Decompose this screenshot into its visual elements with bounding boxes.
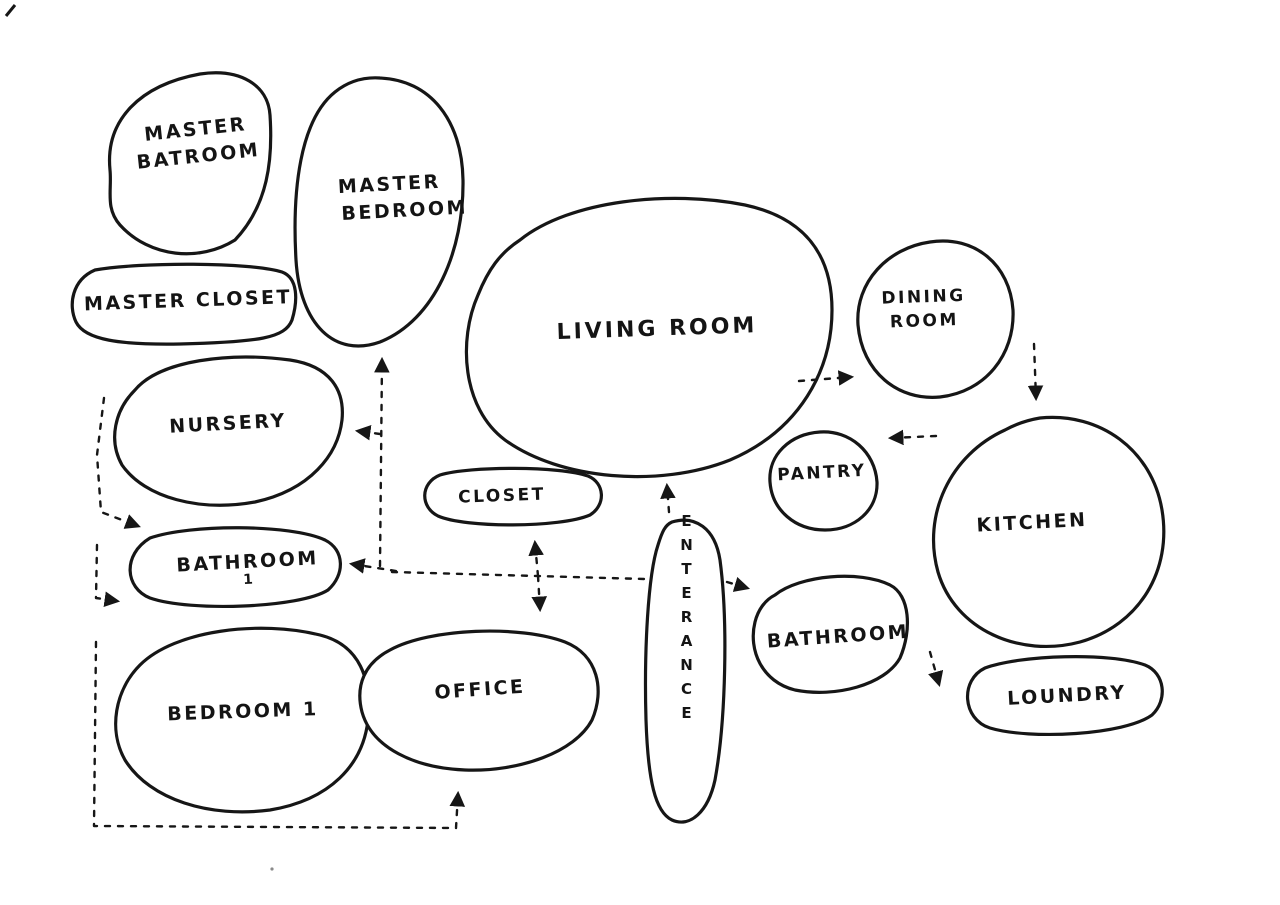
room-shape-master-bedroom <box>293 76 465 348</box>
room-shape-laundry <box>966 655 1164 737</box>
room-shape-master-closet <box>70 262 298 346</box>
connection-living-room-dining-room <box>797 370 855 386</box>
label-bedroom-1-text: BEDROOM 1 <box>166 698 320 726</box>
room-shape-closet <box>423 466 603 527</box>
room-shape-office <box>358 629 600 772</box>
connection-bathroom-1-bedroom-1 <box>94 543 121 607</box>
label-dining-room: DINING ROOM <box>881 285 967 336</box>
room-shape-dining-room <box>856 239 1015 399</box>
connection-corridor-bathroom-1 <box>348 558 398 574</box>
label-entrance: ENTERANCE <box>677 512 696 728</box>
room-shape-living-room <box>464 196 834 479</box>
stray-dot <box>270 867 274 871</box>
label-dining-room-line1: DINING <box>881 285 966 309</box>
connection-bedroom-1-office <box>92 640 466 830</box>
connection-hall-nursery <box>354 424 382 441</box>
stray-pen-mark <box>4 4 17 17</box>
connection-hall-master-bedroom <box>374 356 390 568</box>
label-bathroom-1: BATHROOM 1 <box>176 547 320 592</box>
connection-closet-office <box>531 574 548 613</box>
connection-entrance-corridor <box>390 570 646 581</box>
connection-nursery-bathroom-1 <box>95 396 141 529</box>
room-shape-bathroom-2 <box>751 574 910 694</box>
connection-dining-room-kitchen <box>1027 342 1044 402</box>
label-pantry-text: PANTRY <box>776 460 868 486</box>
connection-kitchen-pantry <box>887 429 938 446</box>
room-shape-master-bathroom <box>107 71 273 256</box>
label-bedroom-1: BEDROOM 1 <box>167 696 319 728</box>
room-shape-nursery <box>113 355 344 507</box>
label-pantry: PANTRY <box>777 460 867 488</box>
label-closet-text: CLOSET <box>457 484 547 508</box>
room-shape-bathroom-1 <box>128 526 342 608</box>
room-shape-kitchen <box>932 415 1166 648</box>
room-shape-entrance <box>643 518 727 824</box>
connection-entrance-living-room <box>660 482 676 514</box>
label-dining-room-line2: ROOM <box>889 309 960 333</box>
room-shape-bedroom-1 <box>114 626 371 814</box>
label-closet: CLOSET <box>458 484 546 511</box>
label-master-bedroom: MASTER BEDROOM <box>311 167 468 228</box>
room-shape-pantry <box>768 430 879 532</box>
connection-entrance-bathroom-2 <box>725 576 750 592</box>
connection-kitchen-laundry <box>928 650 944 688</box>
label-entrance-text: ENTERANCE <box>677 512 696 728</box>
connection-corridor-closet <box>528 539 544 578</box>
